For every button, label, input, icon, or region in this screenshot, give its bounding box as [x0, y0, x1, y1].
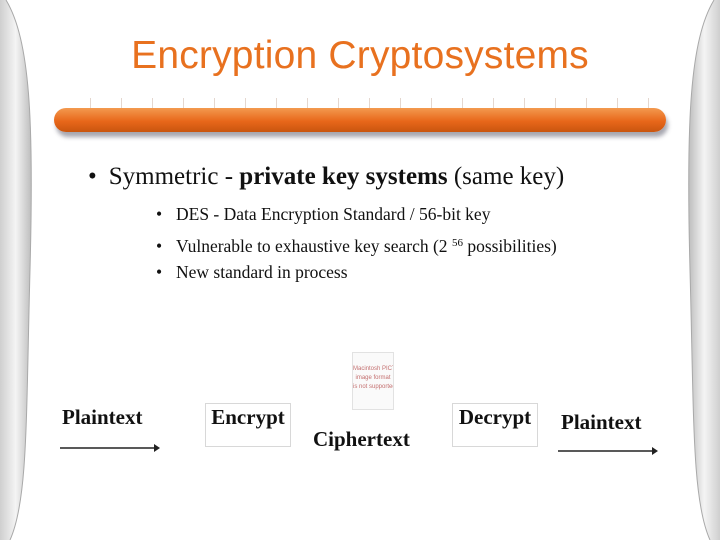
bullet-dot: • — [156, 236, 163, 256]
sub-bullet-vulnerable: •Vulnerable to exhaustive key search (2 … — [156, 229, 557, 258]
ciphertext-label: Ciphertext — [313, 427, 410, 451]
arrow-to-encrypt — [60, 444, 160, 452]
bullet-dot: • — [156, 204, 163, 224]
sub-bullet-vulnerable-text: Vulnerable to exhaustive key search (2 — [176, 236, 452, 256]
encrypt-box: Encrypt — [205, 403, 291, 447]
plaintext-output-label: Plaintext — [561, 410, 642, 434]
sub-bullet-des-text: DES - Data Encryption Standard / 56-bit … — [176, 204, 491, 224]
sub-bullet-vulnerable-tail: possibilities) — [462, 236, 557, 256]
unsupported-image-placeholder: Macintosh PICT image format is not suppo… — [352, 352, 394, 410]
plaintext-input-label: Plaintext — [62, 405, 143, 429]
title-underline-bar — [54, 108, 666, 132]
slide-title: Encryption Cryptosystems — [131, 34, 589, 77]
sub-bullet-new-standard-text: New standard in process — [176, 262, 348, 282]
main-bullet-prefix: Symmetric - — [108, 163, 240, 190]
decrypt-box: Decrypt — [452, 403, 538, 447]
sub-bullet-list: • DES - Data Encryption Standard / 56-bit… — [156, 200, 557, 287]
placeholder-line: image format — [355, 375, 391, 381]
encrypt-label: Encrypt — [211, 405, 285, 429]
main-bullet-suffix: (same key) — [447, 163, 565, 190]
decrypt-label: Decrypt — [458, 405, 532, 429]
sub-bullet-des: • DES - Data Encryption Standard / 56-bit… — [156, 200, 557, 229]
right-curl-decoration — [688, 0, 720, 540]
left-curl-decoration — [0, 0, 32, 540]
bullet-dot: • — [156, 262, 163, 282]
main-bullet-bold: private key systems — [239, 163, 448, 190]
placeholder-line: is not supported — [353, 384, 394, 390]
bullet-dot: • — [88, 163, 97, 190]
placeholder-line: Macintosh PICT — [353, 366, 394, 372]
exponent: 56 — [451, 237, 463, 249]
sub-bullet-new-standard: • New standard in process — [156, 258, 557, 287]
main-bullet: • Symmetric - private key systems (same k… — [88, 163, 564, 191]
arrow-from-decrypt — [558, 447, 658, 455]
